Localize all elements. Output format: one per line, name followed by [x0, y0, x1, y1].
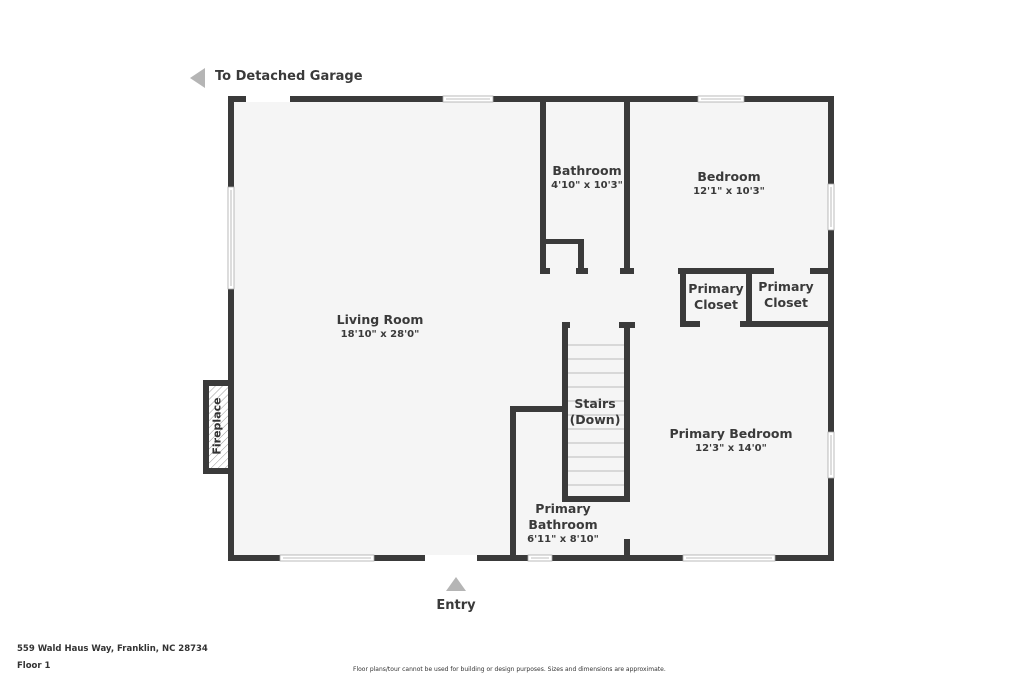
property-address: 559 Wald Haus Way, Franklin, NC 28734	[17, 644, 208, 654]
room-dims: 6'11" x 8'10"	[527, 534, 599, 545]
garage-arrow-icon	[190, 68, 205, 88]
room-name-line1: Stairs	[574, 396, 616, 411]
room-name: Primary Bedroom	[669, 426, 793, 441]
room-dims: 18'10" x 28'0"	[340, 329, 420, 340]
room-primary-closet-1: Primary Closet	[688, 281, 743, 313]
room-dims: 12'3" x 14'0"	[695, 443, 767, 454]
room-dims: 4'10" x 10'3"	[551, 180, 623, 191]
room-name-line1: Primary	[688, 281, 744, 296]
room-primary-bedroom: Primary Bedroom 12'3" x 14'0"	[669, 426, 792, 455]
room-name-line2: Bathroom	[528, 517, 598, 532]
room-bedroom: Bedroom 12'1" x 10'3"	[693, 169, 765, 198]
room-name-line1: Primary	[758, 279, 814, 294]
room-stairs: Stairs (Down)	[570, 396, 621, 428]
room-name: Bathroom	[552, 163, 622, 178]
disclaimer: Floor plans/tour cannot be used for buil…	[353, 666, 666, 673]
room-name-line1: Primary	[535, 501, 591, 516]
garage-direction-label: To Detached Garage	[215, 69, 363, 84]
windows	[227, 95, 835, 562]
fireplace-hatch	[209, 386, 228, 468]
entry-door-opening	[425, 555, 477, 561]
floor-label: Floor 1	[17, 661, 51, 671]
room-dims: 12'1" x 10'3"	[693, 186, 765, 197]
room-name-line2: Closet	[694, 297, 738, 312]
room-name: Bedroom	[697, 169, 761, 184]
entry-arrow-icon	[446, 577, 466, 591]
room-living-room: Living Room 18'10" x 28'0"	[337, 312, 424, 341]
room-name: Living Room	[336, 312, 424, 327]
room-primary-closet-2: Primary Closet	[758, 279, 813, 311]
room-bathroom: Bathroom 4'10" x 10'3"	[551, 163, 623, 192]
entry-label: Entry	[436, 598, 476, 613]
room-name-line2: (Down)	[569, 412, 621, 427]
stair-treads	[568, 344, 624, 486]
fireplace-label: Fireplace	[210, 397, 224, 455]
room-primary-bathroom: Primary Bathroom 6'11" x 8'10"	[527, 501, 599, 546]
room-name-line2: Closet	[764, 295, 808, 310]
